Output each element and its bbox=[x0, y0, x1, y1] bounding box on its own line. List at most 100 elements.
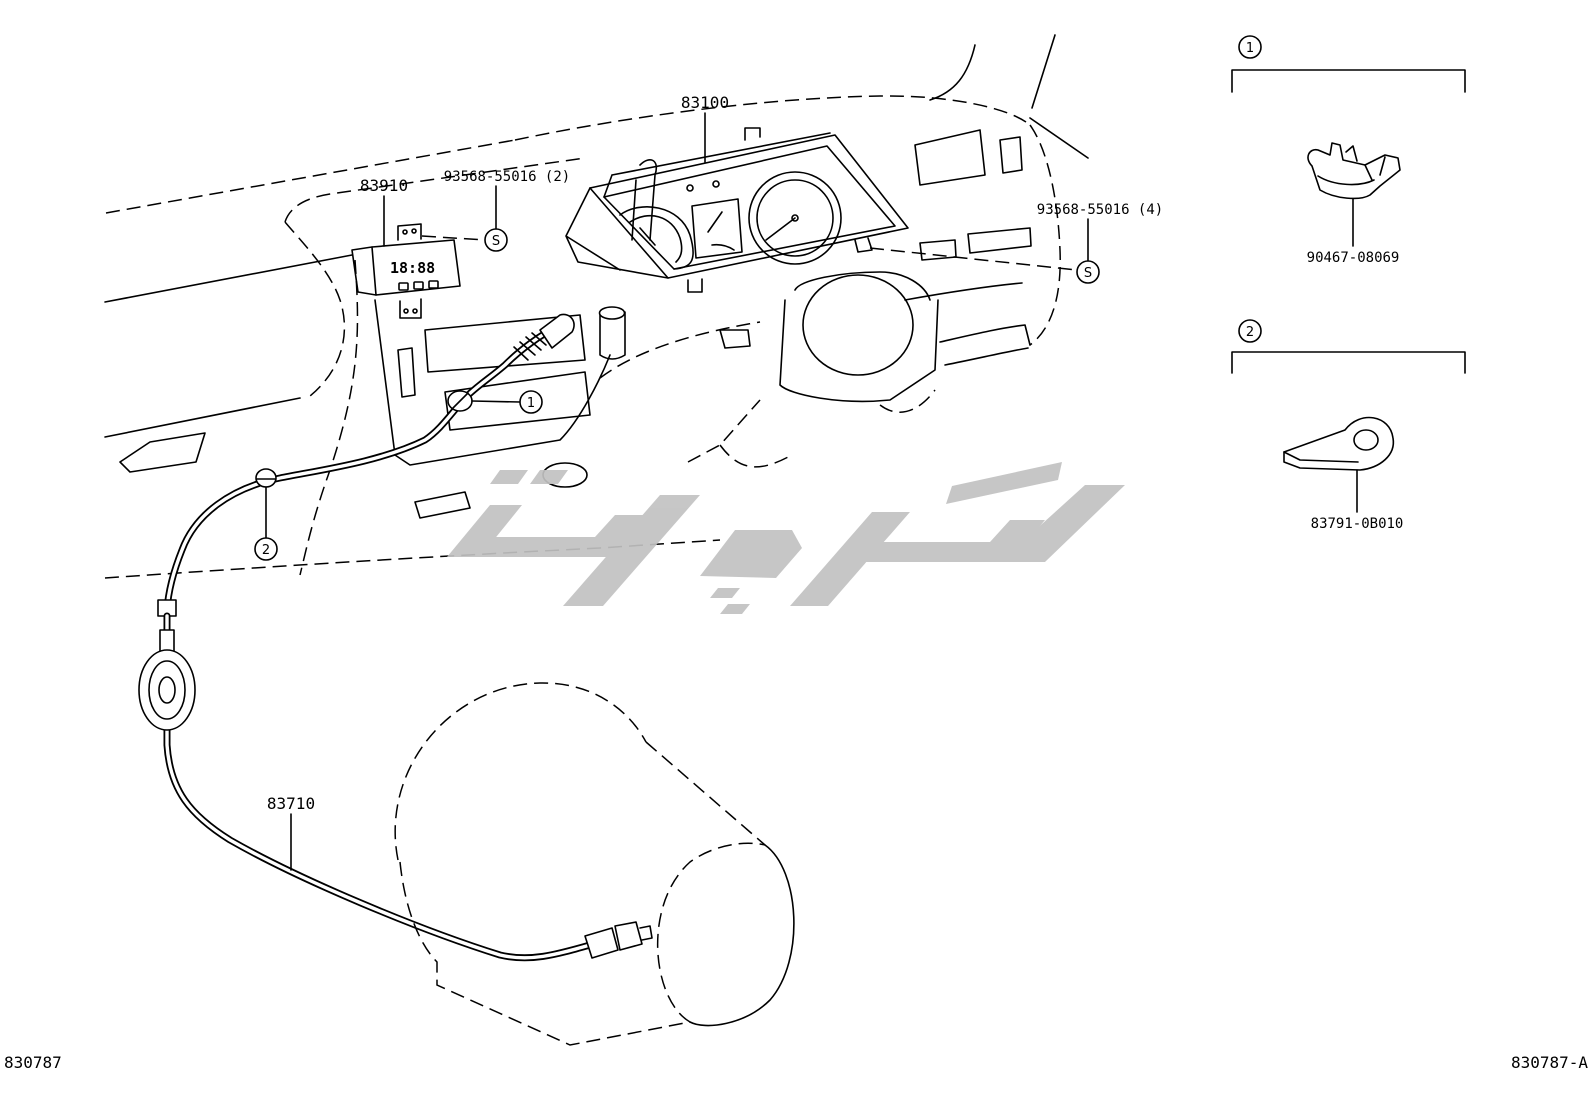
instrument-cluster bbox=[565, 127, 909, 293]
cable-top-knurl bbox=[513, 332, 547, 361]
housing-top-line bbox=[645, 741, 766, 846]
clip-inner-curve bbox=[1317, 175, 1375, 186]
cable-part-label: 83710 bbox=[267, 794, 315, 813]
callout-1-marker bbox=[519, 390, 543, 414]
clock-unit: 18:88 bbox=[351, 223, 461, 319]
windshield-pillar-left bbox=[929, 44, 976, 101]
column-opening bbox=[802, 274, 914, 376]
detail-1-bracket bbox=[1231, 69, 1466, 93]
clock-bottom-hole-b bbox=[412, 308, 418, 314]
speedometer-cable bbox=[157, 313, 653, 962]
console-right-contour bbox=[599, 321, 761, 379]
watermark-stroke-f bbox=[850, 520, 1045, 562]
column-cover-hidden bbox=[879, 389, 936, 413]
clamp-top-plate bbox=[1283, 451, 1359, 463]
grommet-hole bbox=[158, 676, 176, 704]
clock-bracket-hole-b bbox=[411, 228, 417, 234]
watermark-dot-a bbox=[490, 470, 528, 484]
fuel-gauge-needle bbox=[707, 211, 735, 251]
watermark-stroke-g bbox=[1000, 485, 1125, 562]
pedal-tube bbox=[599, 311, 626, 360]
screw-left-marker bbox=[484, 228, 508, 252]
clip-tab bbox=[1345, 145, 1386, 181]
dash-upper-outline bbox=[514, 95, 1031, 141]
speedometer-dial bbox=[756, 179, 834, 257]
cluster-bezel bbox=[603, 145, 896, 270]
detail-2-marker-text: 2 bbox=[1246, 325, 1254, 340]
cable-sleeve bbox=[159, 629, 175, 653]
callouts: 83100 83910 93568-55016 (2) S 93568-5501… bbox=[254, 93, 1163, 871]
cable-upper-inner bbox=[165, 323, 562, 612]
callout-1-text: 1 bbox=[527, 396, 535, 411]
dash-right-lower-line-a bbox=[904, 282, 1023, 301]
dashboard bbox=[104, 34, 1089, 579]
cluster-part-label: 83100 bbox=[681, 93, 729, 112]
cluster-left-side bbox=[565, 187, 669, 279]
clock-housing-side bbox=[351, 246, 377, 296]
cluster-rear-lead bbox=[631, 159, 658, 241]
console-upper-opening bbox=[424, 314, 586, 373]
clock-bracket-hole-a bbox=[402, 229, 408, 235]
housing-right-end-hidden bbox=[656, 842, 766, 1023]
cluster-bottom-tab bbox=[687, 278, 703, 293]
dash-right-upper-vent bbox=[914, 129, 986, 186]
clock-bottom-bracket bbox=[399, 298, 422, 319]
screw-right-marker bbox=[1076, 260, 1100, 284]
dash-top-edge bbox=[105, 139, 516, 214]
clock-display: 18:88 bbox=[390, 259, 435, 277]
screw-right-dash bbox=[869, 247, 1078, 271]
cluster-lower-tab bbox=[854, 237, 873, 253]
watermark-stroke-a bbox=[447, 515, 650, 557]
dash-right-small-vent bbox=[999, 136, 1023, 174]
cluster-hole-a bbox=[686, 184, 694, 192]
detail-2-clamp: 2 83791-0B010 bbox=[1231, 319, 1466, 532]
column-bracket bbox=[719, 329, 751, 349]
watermark-logo bbox=[447, 462, 1125, 614]
cluster-hole-b bbox=[712, 180, 720, 188]
dash-bottom-edge bbox=[104, 539, 721, 579]
speedometer-needle bbox=[765, 217, 796, 241]
detail-2-part-number: 83791-0B010 bbox=[1311, 516, 1404, 532]
housing-left-cap bbox=[394, 682, 647, 861]
clip-body bbox=[1307, 142, 1401, 200]
screw-left-marker-text: S bbox=[492, 234, 500, 249]
grommet-inner bbox=[148, 660, 186, 720]
callout-2-text: 2 bbox=[262, 543, 270, 558]
cable-grommet bbox=[138, 649, 196, 731]
column-cover-top bbox=[794, 271, 931, 301]
column-cover-body bbox=[779, 299, 939, 403]
console-side-slot bbox=[397, 347, 416, 398]
cable-clamp-1-slot bbox=[451, 392, 469, 410]
console-outline bbox=[374, 299, 611, 466]
watermark-dot-c bbox=[710, 588, 740, 598]
detail-1-marker-text: 1 bbox=[1246, 41, 1254, 56]
clock-button-hour bbox=[398, 282, 409, 291]
console-lower-vent bbox=[414, 491, 471, 519]
cable-end-fitting bbox=[584, 927, 619, 959]
cable-end-nut bbox=[614, 921, 643, 951]
dash-right-slot-b bbox=[967, 227, 1032, 254]
watermark-dot-d bbox=[720, 604, 750, 614]
screw-right-marker-text: S bbox=[1084, 266, 1092, 281]
dash-inner-outline bbox=[284, 157, 586, 223]
dash-left-contour bbox=[284, 221, 346, 401]
screw-left-dash bbox=[421, 235, 486, 241]
screw-left-label: 93568-55016 (2) bbox=[444, 169, 570, 185]
tachometer-needle bbox=[639, 227, 656, 246]
cluster-top-tab bbox=[744, 127, 761, 141]
pedal-tube-top bbox=[598, 306, 626, 320]
cable-lower-inner bbox=[165, 726, 592, 960]
speedometer-ring bbox=[748, 171, 842, 265]
steering-column-cover bbox=[779, 271, 939, 413]
dash-lower-contour bbox=[299, 259, 359, 576]
knee-panel-lower bbox=[719, 444, 791, 468]
watermark-stroke-h bbox=[946, 462, 1062, 504]
dash-right-lower-line-c bbox=[944, 347, 1029, 366]
watermark-stroke-c bbox=[563, 495, 700, 606]
tachometer-gauge bbox=[619, 206, 694, 270]
clamp-loop bbox=[1353, 429, 1379, 451]
housing-bottom bbox=[399, 861, 691, 1046]
callout-2-marker bbox=[254, 537, 278, 561]
cable-clamp-2 bbox=[255, 468, 277, 488]
dash-right-slot-a bbox=[919, 239, 957, 261]
